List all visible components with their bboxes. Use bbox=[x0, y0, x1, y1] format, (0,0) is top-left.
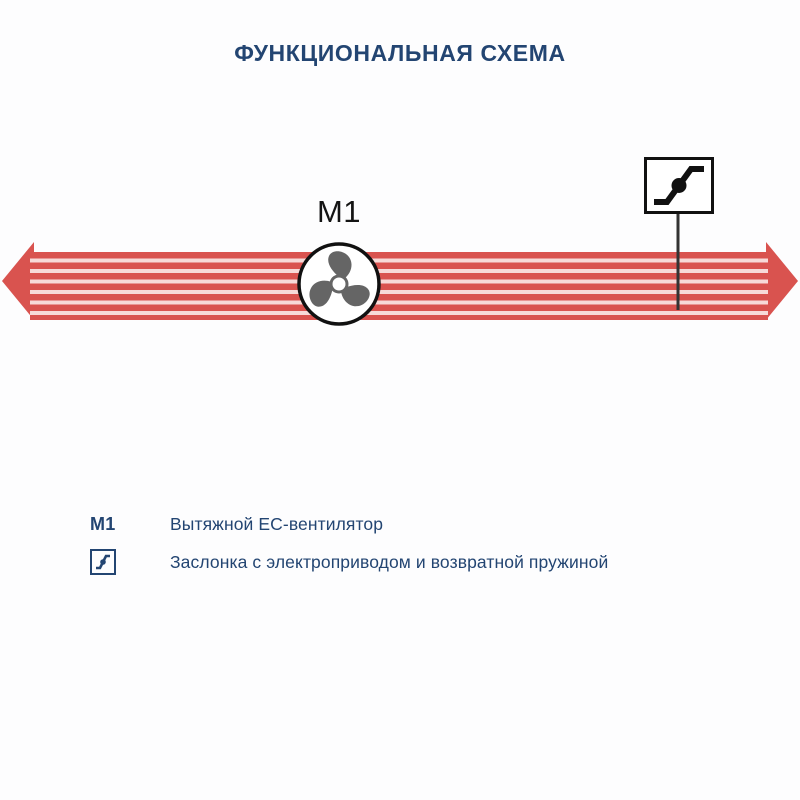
duct-stripes bbox=[30, 252, 768, 320]
fan-tag-label: M1 bbox=[316, 194, 362, 229]
fan-blades bbox=[309, 251, 370, 307]
legend-key-damper bbox=[90, 543, 170, 581]
legend-item-damper: Заслонка с электроприводом и возвратной … bbox=[90, 543, 750, 581]
legend-description-fan: Вытяжной EC-вентилятор bbox=[170, 513, 384, 534]
damper-blade-glyph bbox=[96, 554, 110, 570]
damper-pivot-icon bbox=[671, 178, 687, 193]
damper-symbol bbox=[640, 152, 720, 314]
legend-key-fan: M1 bbox=[90, 505, 170, 543]
legend-key-label: M1 bbox=[90, 513, 116, 534]
fan-impeller-icon bbox=[297, 242, 381, 326]
fan-hub-inner bbox=[332, 277, 346, 291]
legend-item-fan: M1 Вытяжной EC-вентилятор bbox=[90, 505, 750, 543]
legend: M1 Вытяжной EC-вентилятор Заслонка с эле… bbox=[90, 505, 750, 581]
damper-symbol-svg bbox=[644, 157, 714, 310]
damper-blade-icon bbox=[90, 549, 116, 575]
page-title: ФУНКЦИОНАЛЬНАЯ СХЕМА bbox=[234, 40, 566, 66]
airflow-arrow-right-icon bbox=[766, 242, 798, 320]
air-duct-airflow bbox=[0, 140, 800, 330]
airflow-arrow-left-icon bbox=[2, 242, 34, 320]
fan-symbol-group: M1 bbox=[296, 195, 382, 330]
duct-airflow-svg bbox=[2, 242, 798, 320]
legend-description-damper: Заслонка с электроприводом и возвратной … bbox=[170, 551, 609, 572]
